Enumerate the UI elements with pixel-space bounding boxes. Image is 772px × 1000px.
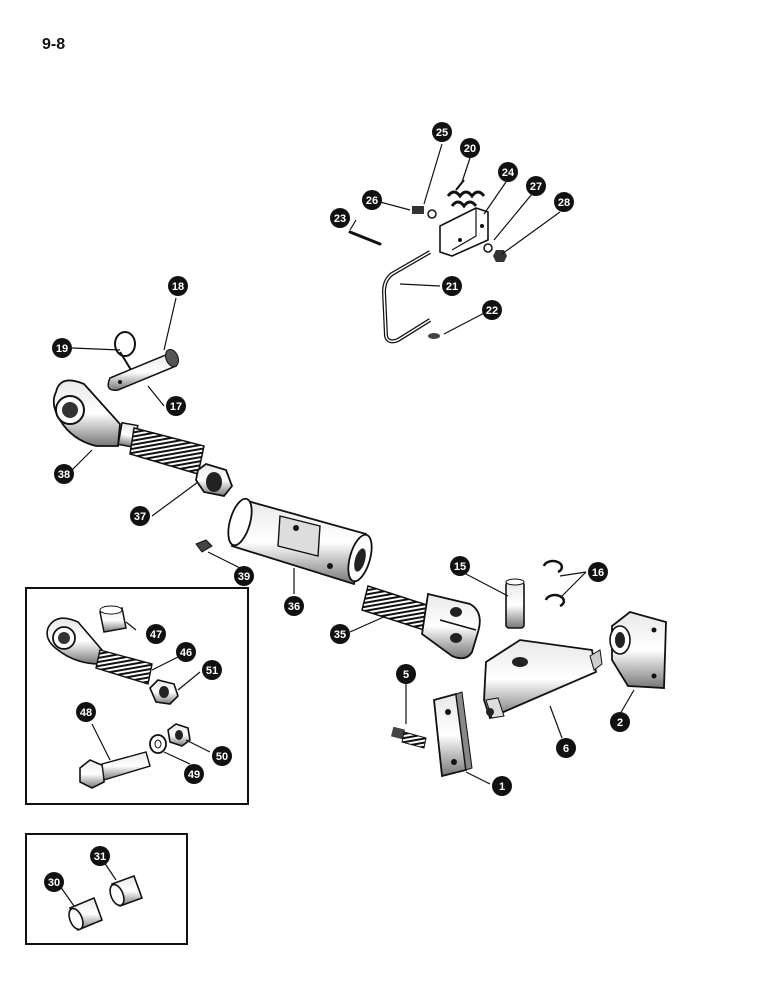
svg-text:23: 23 bbox=[334, 213, 346, 225]
inset-box-bushings bbox=[25, 833, 188, 945]
svg-text:24: 24 bbox=[502, 167, 515, 179]
svg-text:25: 25 bbox=[436, 127, 448, 139]
callout-30: 30 bbox=[44, 872, 64, 892]
svg-text:21: 21 bbox=[446, 281, 458, 293]
callout-2: 2 bbox=[610, 712, 630, 732]
plate-1 bbox=[433, 691, 473, 778]
callout-15: 15 bbox=[450, 556, 470, 576]
bolt-25-26 bbox=[412, 206, 437, 219]
callout-23: 23 bbox=[330, 208, 350, 228]
svg-text:51: 51 bbox=[206, 665, 218, 677]
svg-text:36: 36 bbox=[288, 601, 300, 613]
callout-6: 6 bbox=[556, 738, 576, 758]
clip-22 bbox=[428, 333, 440, 339]
callout-22: 22 bbox=[482, 300, 502, 320]
callout-24: 24 bbox=[498, 162, 518, 182]
callout-27: 27 bbox=[526, 176, 546, 196]
callout-1: 1 bbox=[492, 776, 512, 796]
svg-text:50: 50 bbox=[216, 751, 228, 763]
bracket-24 bbox=[439, 207, 489, 257]
callout-47: 47 bbox=[146, 624, 166, 644]
arm-6 bbox=[483, 639, 603, 720]
grease-fitting-39 bbox=[195, 539, 213, 553]
callout-50: 50 bbox=[212, 746, 232, 766]
callout-19: 19 bbox=[52, 338, 72, 358]
rod-end-46 bbox=[46, 617, 153, 685]
bushing-30 bbox=[68, 896, 104, 932]
svg-text:6: 6 bbox=[563, 743, 569, 755]
callout-36: 36 bbox=[284, 596, 304, 616]
callout-48: 48 bbox=[76, 702, 96, 722]
callout-21: 21 bbox=[442, 276, 462, 296]
svg-text:15: 15 bbox=[454, 561, 466, 573]
svg-text:30: 30 bbox=[48, 877, 60, 889]
rod-end-38 bbox=[52, 379, 205, 475]
bolt-48 bbox=[79, 751, 151, 789]
svg-text:20: 20 bbox=[464, 143, 476, 155]
rod-21-inner bbox=[383, 251, 431, 343]
svg-text:37: 37 bbox=[134, 511, 146, 523]
callout-5: 5 bbox=[396, 664, 416, 684]
svg-text:38: 38 bbox=[58, 469, 70, 481]
callout-28: 28 bbox=[554, 192, 574, 212]
pin-15 bbox=[505, 578, 525, 629]
svg-text:2: 2 bbox=[617, 717, 623, 729]
callout-35: 35 bbox=[330, 624, 350, 644]
svg-text:1: 1 bbox=[499, 781, 505, 793]
pin-23 bbox=[348, 230, 382, 246]
callout-37: 37 bbox=[130, 506, 150, 526]
clevis-35 bbox=[361, 585, 481, 660]
bolt-5 bbox=[390, 726, 427, 749]
tube-36 bbox=[227, 497, 373, 586]
callout-39: 39 bbox=[234, 566, 254, 586]
nut-51 bbox=[149, 679, 179, 705]
svg-text:39: 39 bbox=[238, 571, 250, 583]
svg-text:16: 16 bbox=[592, 567, 604, 579]
svg-text:17: 17 bbox=[170, 401, 182, 413]
nut-37 bbox=[195, 463, 234, 497]
callout-49: 49 bbox=[184, 764, 204, 784]
svg-text:26: 26 bbox=[366, 195, 378, 207]
callout-26: 26 bbox=[362, 190, 382, 210]
callout-16: 16 bbox=[588, 562, 608, 582]
callout-51: 51 bbox=[202, 660, 222, 680]
svg-text:31: 31 bbox=[94, 851, 106, 863]
svg-text:49: 49 bbox=[188, 769, 200, 781]
callout-18: 18 bbox=[168, 276, 188, 296]
callout-38: 38 bbox=[54, 464, 74, 484]
callout-31: 31 bbox=[90, 846, 110, 866]
callout-46: 46 bbox=[176, 642, 196, 662]
bushing-47 bbox=[99, 605, 127, 633]
callout-25: 25 bbox=[432, 122, 452, 142]
svg-text:19: 19 bbox=[56, 343, 68, 355]
leader-lines bbox=[59, 143, 635, 907]
svg-text:5: 5 bbox=[403, 669, 409, 681]
svg-text:46: 46 bbox=[180, 647, 192, 659]
pin-17 bbox=[107, 348, 180, 391]
svg-text:28: 28 bbox=[558, 197, 570, 209]
svg-text:27: 27 bbox=[530, 181, 542, 193]
svg-text:35: 35 bbox=[334, 629, 346, 641]
svg-text:22: 22 bbox=[486, 305, 498, 317]
svg-text:18: 18 bbox=[172, 281, 184, 293]
page-number: 9-8 bbox=[42, 36, 66, 53]
callout-17: 17 bbox=[166, 396, 186, 416]
svg-text:47: 47 bbox=[150, 629, 162, 641]
washer-49 bbox=[149, 734, 167, 754]
nut-50 bbox=[167, 723, 191, 747]
inset-box-ball-end bbox=[25, 587, 249, 805]
callout-20: 20 bbox=[460, 138, 480, 158]
svg-text:48: 48 bbox=[80, 707, 92, 719]
bracket-2 bbox=[609, 611, 667, 689]
spring-20 bbox=[446, 179, 486, 209]
snap-rings-16 bbox=[542, 559, 566, 608]
bushing-31 bbox=[109, 874, 144, 908]
